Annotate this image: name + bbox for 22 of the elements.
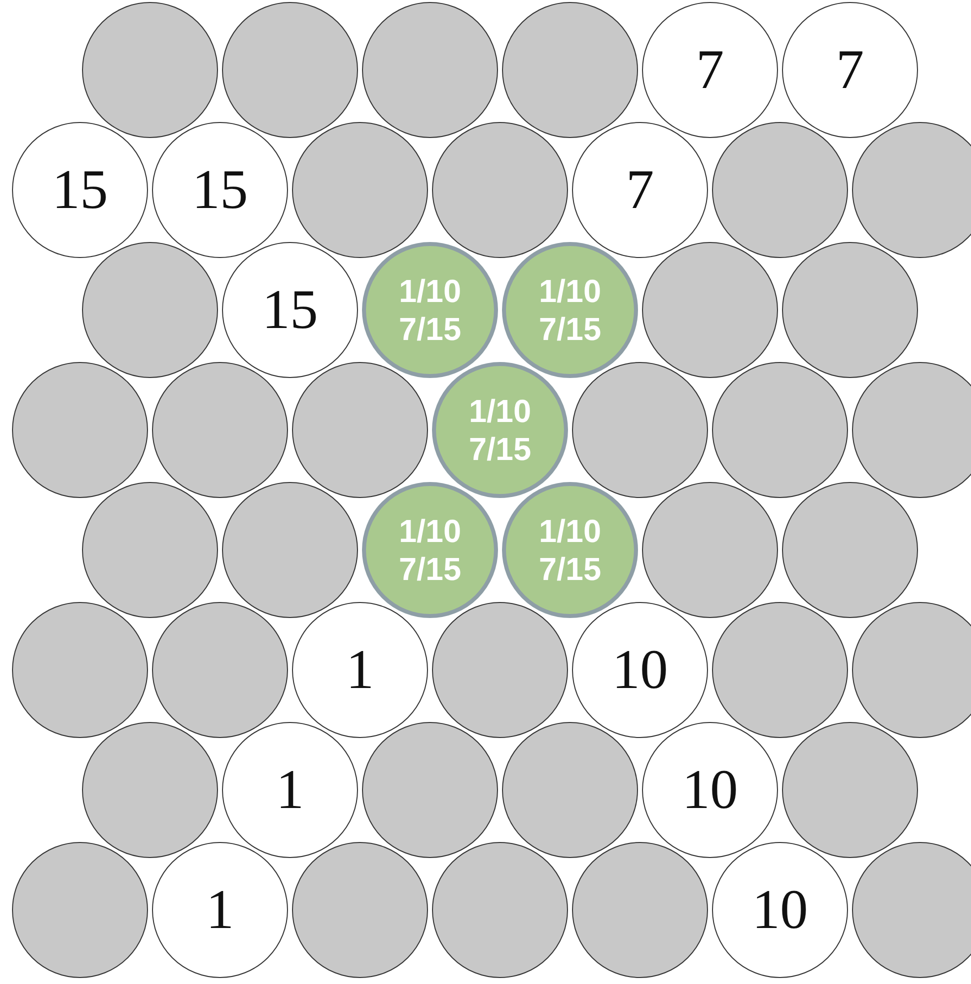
circle-number: 7 xyxy=(836,42,864,98)
fraction-label: 1/10 xyxy=(398,272,462,310)
circle-number: 7 xyxy=(696,42,724,98)
circle-number: 10 xyxy=(752,882,808,938)
circle-number: 10 xyxy=(612,642,668,698)
fraction-label: 1/10 xyxy=(468,392,532,430)
circle-number: 15 xyxy=(262,282,318,338)
fraction-label: 7/15 xyxy=(538,310,602,348)
circle-number: 15 xyxy=(192,162,248,218)
fraction-label: 7/15 xyxy=(398,310,462,348)
fraction-label: 1/10 xyxy=(398,512,462,550)
fraction-label: 7/15 xyxy=(398,550,462,588)
fraction-label: 1/10 xyxy=(538,272,602,310)
circle-number: 15 xyxy=(52,162,108,218)
circle-number: 1 xyxy=(206,882,234,938)
circle-number: 1 xyxy=(276,762,304,818)
circle-number: 1 xyxy=(346,642,374,698)
circle-number: 7 xyxy=(626,162,654,218)
fraction-label: 7/15 xyxy=(538,550,602,588)
circle-number: 10 xyxy=(682,762,738,818)
fraction-label: 1/10 xyxy=(538,512,602,550)
fraction-label: 7/15 xyxy=(468,430,532,468)
